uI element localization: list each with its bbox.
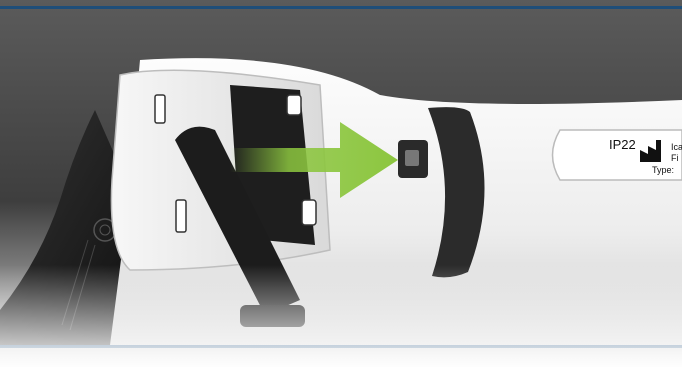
- label-name-fragment: Ica: [671, 143, 682, 152]
- clip-tab: [302, 200, 316, 225]
- clip-tab: [287, 95, 301, 115]
- label-line-fragment: Fi: [671, 154, 679, 163]
- type-label: Type:: [652, 166, 674, 175]
- bottom-fade: [0, 265, 682, 367]
- ip-rating-label: IP22: [609, 138, 636, 151]
- slot-window: [155, 95, 165, 123]
- top-border: [0, 6, 682, 9]
- connector-pin: [405, 150, 419, 166]
- slot-window: [176, 200, 186, 232]
